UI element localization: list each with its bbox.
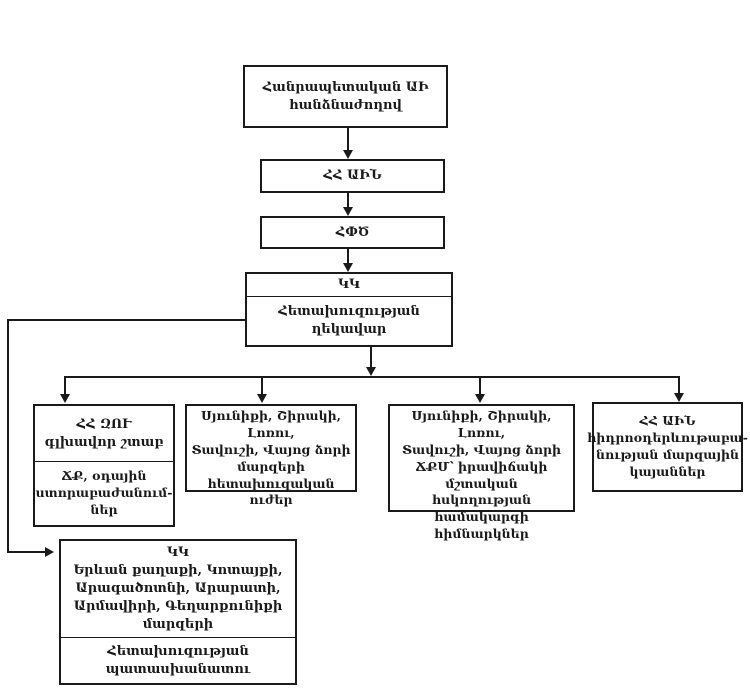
box-general-staff-bottom-label: ՃՔ, օդային ստորաբաժանում- ներ bbox=[35, 468, 173, 517]
box-control-point-head-top-label: ԿԿ bbox=[338, 277, 360, 292]
drop-to-monitoring bbox=[479, 376, 481, 394]
box-control-point-regions-top-label: ԿԿ Երևան քաղաքի, Կոտայքի, Արագածոտնի, Ար… bbox=[73, 545, 283, 632]
arrowhead-into-hydromet bbox=[674, 393, 684, 402]
box-rescue-service-label: ՀՓԾ bbox=[335, 224, 370, 240]
box-republic-commission-label: Հանրապետական ԱԻ հանձնաժողով bbox=[262, 79, 429, 113]
box-hydromet-stations: ՀՀ ԱԻՆ հիդրոօդերևութաբա- նության մարզայի… bbox=[587, 402, 748, 492]
box-control-point-regions-bottom-label: Հետախուզության պատասխանատու bbox=[105, 643, 251, 677]
arrowhead-into-control-point bbox=[343, 263, 353, 272]
drop-to-general-staff bbox=[64, 376, 66, 394]
distributor-line bbox=[64, 376, 680, 378]
arrowhead-onto-distributor bbox=[366, 367, 376, 376]
arrowhead-into-control-point-regions bbox=[45, 547, 54, 557]
box-recon-forces-label: Սյունիքի, Շիրակի, Լոռու, Տավուշի, Վայոց … bbox=[191, 408, 351, 508]
arrowhead-into-rescue bbox=[343, 207, 353, 216]
connector-rescue-to-control-point bbox=[347, 249, 349, 263]
box-mes-label: ՀՀ ԱԻՆ bbox=[323, 168, 382, 184]
box-monitoring-institutions: Սյունիքի, Շիրակի, Լոռու, Տավուշի, Վայոց … bbox=[388, 404, 575, 541]
box-general-staff-top-label: ՀՀ ԶՈՒ գլխավոր շտաբ bbox=[44, 416, 164, 450]
connector-commission-to-mes bbox=[347, 128, 349, 151]
connector-mes-to-rescue bbox=[347, 193, 349, 207]
box-control-point-regions: ԿԿ Երևան քաղաքի, Կոտայքի, Արագածոտնի, Ար… bbox=[59, 539, 297, 685]
box-control-point-head: ԿԿ Հետախուզության ղեկավար bbox=[245, 272, 453, 347]
left-loop-vertical-segment bbox=[7, 319, 9, 553]
left-loop-top-segment bbox=[7, 319, 245, 321]
box-republic-commission: Հանրապետական ԱԻ հանձնաժողով bbox=[243, 65, 448, 128]
box-rescue-service: ՀՓԾ bbox=[260, 216, 445, 249]
arrowhead-into-general-staff bbox=[60, 394, 70, 403]
connector-control-point-to-distributor bbox=[370, 347, 372, 367]
box-recon-forces: Սյունիքի, Շիրակի, Լոռու, Տավուշի, Վայոց … bbox=[185, 404, 357, 507]
drop-to-recon-forces bbox=[261, 376, 263, 394]
box-mes: ՀՀ ԱԻՆ bbox=[260, 159, 445, 193]
drop-to-hydromet bbox=[678, 376, 680, 393]
box-hydromet-stations-label: ՀՀ ԱԻՆ հիդրոօդերևութաբա- նության մարզայի… bbox=[587, 413, 748, 479]
box-general-staff: ՀՀ ԶՈՒ գլխավոր շտաբ ՃՔ, օդային ստորաբաժա… bbox=[33, 404, 175, 527]
arrowhead-into-monitoring bbox=[475, 394, 485, 403]
left-loop-bottom-segment bbox=[7, 551, 45, 553]
arrowhead-into-recon-forces bbox=[257, 394, 267, 403]
arrowhead-into-mes bbox=[343, 150, 353, 159]
box-monitoring-institutions-label: Սյունիքի, Շիրակի, Լոռու, Տավուշի, Վայոց … bbox=[401, 408, 562, 542]
box-control-point-head-bottom-label: Հետախուզության ղեկավար bbox=[278, 304, 420, 337]
